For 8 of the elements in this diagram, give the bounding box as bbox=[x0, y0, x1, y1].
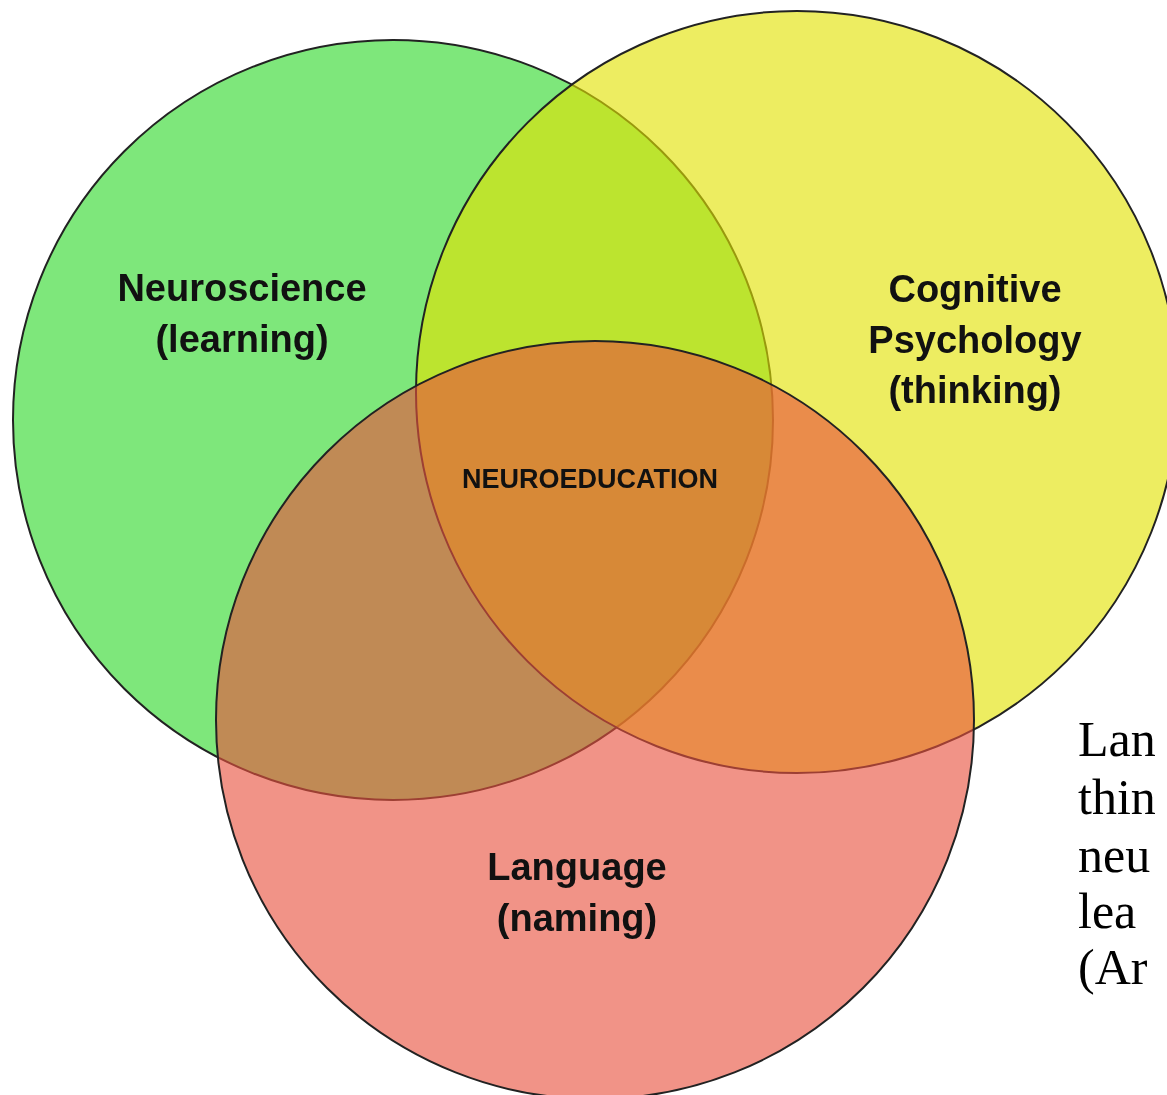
circle-label: Neuroscience (learning) bbox=[116, 266, 368, 362]
overlap-label: NEUROEDUCATION bbox=[462, 463, 718, 495]
cropped-text: neu bbox=[1078, 830, 1151, 880]
cropped-text: Lan bbox=[1078, 714, 1156, 764]
circle-label: Language (naming) bbox=[486, 845, 668, 941]
cropped-text: lea bbox=[1078, 886, 1137, 936]
cropped-text: thin bbox=[1078, 772, 1156, 822]
circle-label: Cognitive Psychology (thinking) bbox=[867, 267, 1083, 414]
